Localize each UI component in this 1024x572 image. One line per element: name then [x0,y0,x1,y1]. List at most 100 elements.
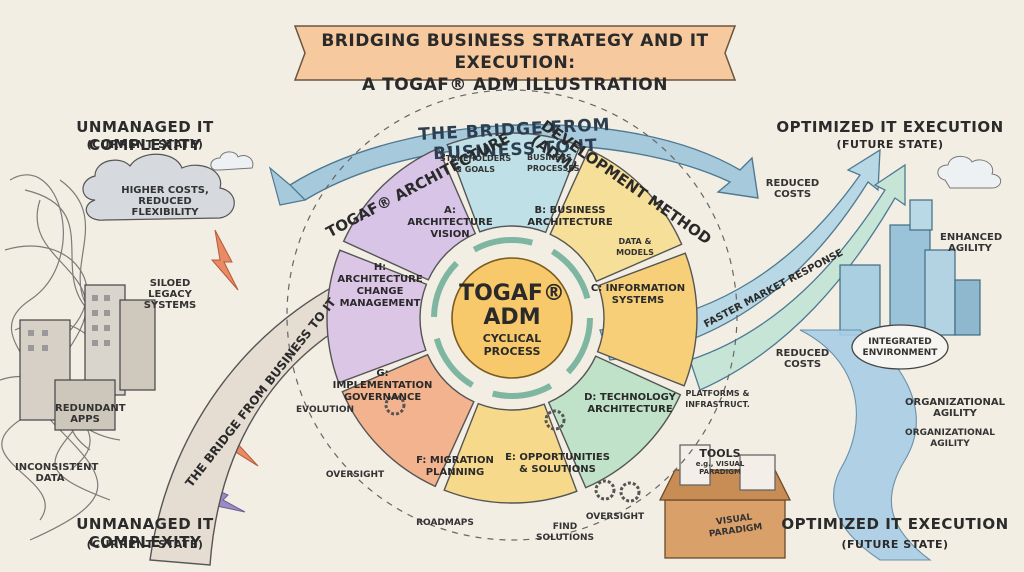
segment-b-label: B: BUSINESS ARCHITECTURE [520,205,620,229]
segment-d-note-line2: INFRASTRUCT. [685,400,750,409]
segment-a-note: STAKEHOLDERS & GOALS [440,153,512,175]
cost-cloud-shape [82,153,235,221]
segment-e-note: FIND SOLUTIONS [535,522,595,544]
center-hub [451,257,573,379]
segment-g-label: G: IMPLEMENTATION GOVERNANCE [325,368,440,404]
gear-icon [544,409,566,431]
redundant-apps-label: REDUNDANT APPS [55,403,126,425]
segment-d-label: D: TECHNOLOGY ARCHITECTURE [580,392,680,416]
tools-sub-2: PARADIGM [699,468,741,476]
top-bridge-arrow-tail [268,166,307,206]
adm-segment-a [446,132,581,234]
outer-dashed-ring [286,89,738,541]
building-windows-illustration [28,295,110,351]
left-title-top: UNMANAGED IT COMPLEXITY [76,118,214,154]
left-title-bottom: UNMANAGED IT COMPLEXITY [76,515,214,551]
inconsistent-data-label: INCONSISTENT DATA [15,462,99,484]
segment-g-label-line2: GOVERNANCE [343,392,422,403]
segment-b-note-line2: PROCESSES [527,164,580,173]
right-title-top: OPTIMIZED IT EXECUTION [776,118,1004,136]
right-title-bottom: OPTIMIZED IT EXECUTION [781,515,1009,533]
segment-g-note-oversight: OVERSIGHT [325,470,385,480]
segment-d-note: PLATFORMS & INFRASTRUCT. [680,388,755,410]
adm-segment-g [326,249,428,384]
right-subtitle-bottom: (FUTURE STATE) [841,538,949,551]
adm-segment-c [596,252,698,387]
gear-icon [594,479,616,501]
integrated-environment-label: INTEGRATED ENVIRONMENT [862,337,938,358]
segment-h-label-line3: MANAGEMENT [339,298,421,309]
segment-b-label-line1: B: BUSINESS [534,205,606,216]
segment-f-note: ROADMAPS [416,518,474,528]
segment-a-note-line1: STAKEHOLDERS [440,154,512,163]
reduced-costs-top-label: REDUCED COSTS [765,178,820,200]
adm-segment-f [341,353,475,488]
adm-segment-b [549,148,683,283]
oversight-right-note: OVERSIGHT [585,512,645,522]
reduced-costs-label: REDUCED COSTS [775,348,830,370]
center-sub-2: PROCESS [483,345,541,358]
segment-e-label-line1: E: OPPORTUNITIES [505,452,610,463]
segment-f-label-line2: PLANNING [425,467,485,478]
segment-g-note-evolution: EVOLUTION [296,405,354,415]
segment-d-note-line1: PLATFORMS & [685,389,750,398]
segment-g-label-line1: G: IMPLEMENTATION [332,368,433,391]
tool-chest-illustration [658,444,792,559]
segment-b-label-line2: ARCHITECTURE [527,217,613,228]
gear-icon [619,481,641,503]
segment-a-note-line2: & GOALS [455,165,495,174]
segment-c-note-line1: DATA & [618,237,652,246]
organizational-agility-label-2: ORGANIZATIONAL AGILITY [905,428,995,449]
organizational-agility-label-1: ORGANIZATIONAL AGILITY [905,397,1005,419]
segment-c-label: C: INFORMATION SYSTEMS [588,283,688,307]
segment-h-label-line1: H: ARCHITECTURE [337,262,423,285]
segment-e-label-line2: & SOLUTIONS [519,464,596,475]
right-subtitle-top: (FUTURE STATE) [836,138,944,151]
tools-title: TOOLS [699,447,741,460]
segment-b-note: BUSINESS PROCESSES [527,152,587,174]
gear-icon [384,394,406,416]
tools-sign: TOOLS e.g., VISUAL PARADIGM [690,447,750,476]
segment-d-label-line2: ARCHITECTURE [587,404,673,415]
segment-a-label-line1: A: ARCHITECTURE [407,205,493,228]
segment-e-note-line1: FIND [552,522,578,532]
adm-segment-h [342,147,477,281]
cost-cloud-text: HIGHER COSTS, REDUCED FLEXIBILITY [121,185,209,218]
segment-h-label-line2: CHANGE [356,286,404,297]
adm-segment-d [547,355,682,489]
segment-c-label-line1: C: INFORMATION [590,283,686,294]
left-subtitle-bottom: (CURRENT STATE) [86,538,204,551]
sky-cloud-shape [937,155,1002,189]
segment-a-label: A: ARCHITECTURE VISION [400,205,500,241]
data-river-illustration [799,329,932,561]
title-banner: BRIDGING BUSINESS STRATEGY AND IT EXECUT… [285,22,745,95]
segment-e-note-line2: SOLUTIONS [535,533,594,543]
segment-c-note: DATA & MODELS [610,236,660,258]
adm-segment-e [443,402,578,504]
sky-cloud-shape-2 [210,151,254,171]
center-title-1: TOGAF® [459,281,565,306]
segment-f-label-line1: F: MIGRATION [416,455,494,466]
siloed-systems-label: SILOED LEGACY SYSTEMS [143,278,197,311]
segment-b-note-line1: BUSINESS [527,153,572,162]
banner-title-line2: A TOGAF® ADM ILLUSTRATION [362,75,668,95]
segment-c-note-line2: MODELS [616,248,654,257]
banner-title-line1: BRIDGING BUSINESS STRATEGY AND IT EXECUT… [321,31,709,73]
enhanced-agility-label: ENHANCED AGILITY [940,232,1003,254]
integrated-environment-bubble [851,324,949,370]
segment-d-label-line1: D: TECHNOLOGY [584,392,676,403]
future-city-illustration [839,199,981,336]
banner-ribbon [293,25,737,81]
segment-a-label-line2: VISION [430,229,470,240]
cycle-arrow-ring [431,237,593,399]
center-hub-text: TOGAF® ADM CYCLICAL PROCESS [452,281,572,359]
segment-h-label: H: ARCHITECTURE CHANGE MANAGEMENT [330,262,430,310]
left-subtitle-top: (CURRENT STATE) [86,138,204,151]
center-sub-1: CYCLICAL [482,332,542,345]
segment-e-label: E: OPPORTUNITIES & SOLUTIONS [500,452,615,476]
segment-f-label: F: MIGRATION PLANNING [405,455,505,479]
tools-sub-1: e.g., VISUAL [695,460,745,468]
segment-c-label-line2: SYSTEMS [611,295,665,306]
center-title-2: ADM [483,305,541,330]
